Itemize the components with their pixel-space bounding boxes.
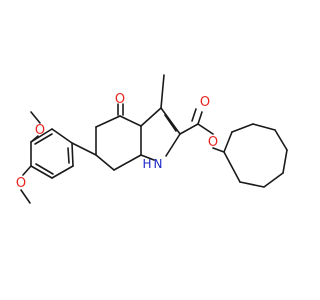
nitrogen-hydrogen: H bbox=[142, 157, 151, 171]
ester-group bbox=[179, 108, 225, 153]
pyrrole-ring bbox=[140, 107, 181, 161]
cyclohexenone-ring bbox=[95, 115, 142, 171]
methoxy-top-bond bbox=[30, 135, 39, 143]
methoxy-bottom-methyl bbox=[20, 189, 31, 204]
molecule-structure: O H N O O bbox=[16, 74, 288, 204]
ester-carbonyl-oxygen: O bbox=[200, 95, 210, 110]
methoxy-top-oxygen: O bbox=[35, 123, 45, 138]
ketone-bond bbox=[117, 103, 124, 116]
methyl-bond bbox=[160, 74, 165, 109]
benzene-ring bbox=[30, 128, 74, 179]
methoxy-bottom-bond bbox=[22, 165, 32, 176]
aryl-link-bond bbox=[71, 142, 97, 156]
keto-oxygen: O bbox=[115, 92, 125, 107]
ester-link-oxygen: O bbox=[208, 135, 218, 150]
methoxy-bottom-oxygen: O bbox=[16, 176, 26, 191]
pyrrole-nitrogen: N bbox=[154, 157, 163, 171]
molecule-canvas: O H N O O bbox=[16, 74, 288, 204]
methoxy-top-methyl bbox=[30, 111, 41, 124]
cyclooctyl-ring bbox=[223, 123, 288, 188]
